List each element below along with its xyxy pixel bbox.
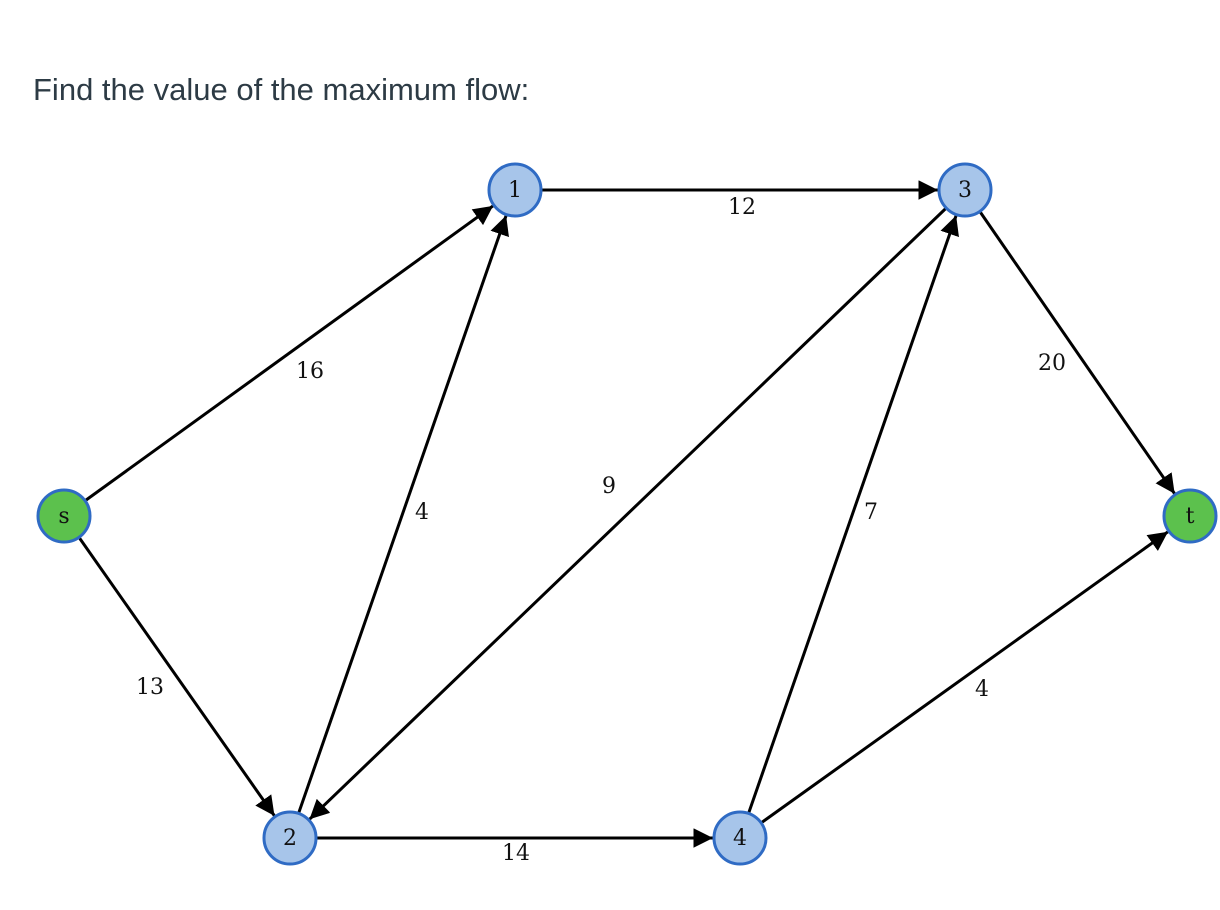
edge-2-1 [297, 215, 509, 814]
edge-capacity-3-t: 20 [1038, 351, 1066, 376]
edge-capacity-4-t: 4 [975, 677, 989, 702]
node-4: 4 [712, 810, 768, 866]
node-s: s [36, 488, 92, 544]
node-circle-1 [487, 162, 543, 218]
edge-capacity-2-4: 14 [502, 841, 530, 866]
node-label-2: 2 [283, 826, 297, 851]
node-label-4: 4 [733, 826, 747, 851]
edge-4-t [760, 530, 1169, 825]
edge-capacity-2-1: 4 [415, 500, 429, 525]
node-label-s: s [58, 504, 69, 529]
node-2: 2 [262, 810, 318, 866]
edge-s-1 [84, 204, 494, 502]
node-circle-s [36, 488, 92, 544]
edge-capacity-s-1: 16 [296, 359, 324, 384]
node-circle-2 [262, 810, 318, 866]
edge-capacity-1-3: 12 [728, 195, 756, 220]
node-label-t: t [1186, 504, 1195, 529]
edge-capacity-3-2: 9 [602, 474, 616, 499]
edge-s-2 [77, 536, 276, 817]
question-text: Find the value of the maximum flow: [33, 72, 530, 107]
node-circle-3 [937, 162, 993, 218]
edge-4-3 [747, 215, 959, 814]
edge-capacity-4-3: 7 [864, 500, 878, 525]
node-3: 3 [937, 162, 993, 218]
node-label-1: 1 [508, 178, 522, 203]
node-1: 1 [487, 162, 543, 218]
node-label-3: 3 [958, 178, 972, 203]
node-circle-4 [712, 810, 768, 866]
edge-3-t [978, 210, 1176, 495]
node-t: t [1162, 488, 1218, 544]
edge-3-2 [308, 206, 948, 821]
node-circle-t [1162, 488, 1218, 544]
edge-capacity-s-2: 13 [136, 675, 164, 700]
